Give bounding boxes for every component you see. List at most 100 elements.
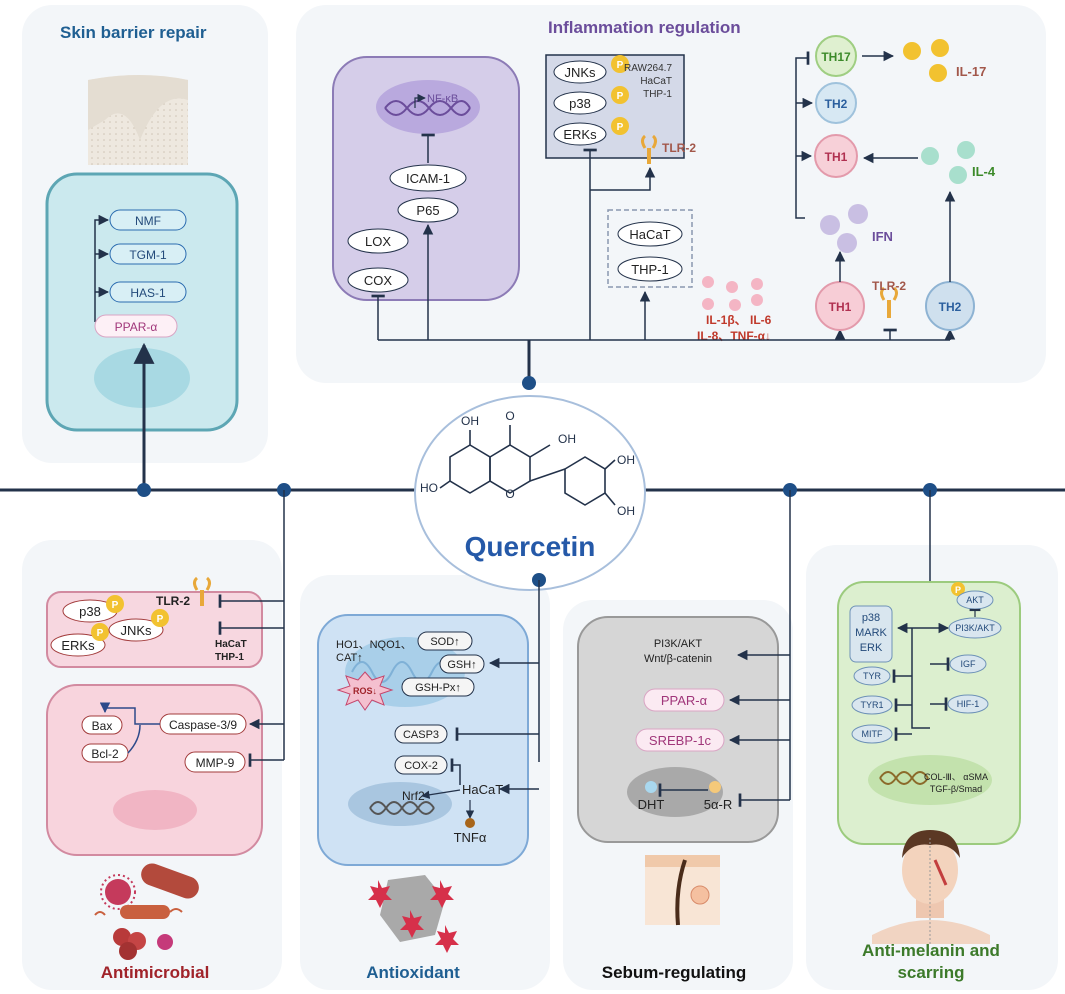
mitf-label: MITF xyxy=(862,729,883,739)
am-thp1-label: THP-1 xyxy=(215,652,244,663)
bacteria-illustration xyxy=(94,863,199,960)
antimicrobial-nucleus xyxy=(113,790,197,830)
am-jnks-label: JNKs xyxy=(120,623,152,638)
inflammation-title: Inflammation regulation xyxy=(548,18,741,37)
am-pi3k-label: PI3K/AKT xyxy=(955,623,995,633)
ifn-label: IFN xyxy=(872,229,893,244)
th2-cell-top xyxy=(815,82,857,124)
o-label: O xyxy=(505,409,514,423)
p65-label: P65 xyxy=(416,203,439,218)
col-label: COL-Ⅲ、 αSMA xyxy=(924,772,988,782)
akt-label: AKT xyxy=(966,595,984,605)
raw-label: RAW264.7 xyxy=(624,63,672,74)
am-p38-box-label: p38 xyxy=(862,612,880,624)
tyr-label: TYR xyxy=(863,671,882,681)
p38-label: p38 xyxy=(569,96,591,111)
ao-hacat-label: HaCaT xyxy=(462,782,503,797)
erks-label: ERKs xyxy=(563,127,597,142)
ros-burst-icon xyxy=(336,671,394,711)
gshpx-label: GSH-Px↑ xyxy=(415,682,461,694)
anti-melanin-title-line2: scarring xyxy=(897,963,964,982)
hacat-label: HaCaT xyxy=(640,76,672,87)
bcl2-label: Bcl-2 xyxy=(91,747,119,761)
svg-text:P: P xyxy=(617,60,624,71)
th2-top-label: TH2 xyxy=(825,97,848,111)
cat-label: CAT↑ xyxy=(336,652,363,664)
am-erks-label: ERKs xyxy=(61,638,95,653)
thp1-box-label: THP-1 xyxy=(631,262,669,277)
pi3k-akt-label: PI3K/AKT xyxy=(654,638,703,650)
svg-text:P: P xyxy=(617,91,624,102)
skin-cell-nucleus xyxy=(94,348,190,408)
oxidative-cell-illustration xyxy=(368,875,459,953)
tnfa-dot xyxy=(465,818,475,828)
casp3-label: CASP3 xyxy=(403,729,439,741)
antimicrobial-title: Antimicrobial xyxy=(101,963,210,982)
tlr2-label: TLR-2 xyxy=(662,141,696,155)
il8-tnf-label: IL-8、TNF-α↓ xyxy=(697,329,771,343)
tyr1-label: TYR1 xyxy=(860,700,883,710)
am-p38-label: p38 xyxy=(79,604,101,619)
tlr2-receptor-icon-2 xyxy=(880,286,898,318)
oh-label-4: OH xyxy=(617,504,635,518)
dht-label: DHT xyxy=(638,797,665,812)
wnt-label: Wnt/β-catenin xyxy=(644,653,712,665)
il4-label: IL-4 xyxy=(972,164,996,179)
sebum-ppar-label: PPAR-α xyxy=(661,693,708,708)
node-inflammation xyxy=(522,376,536,390)
svg-text:P: P xyxy=(617,122,624,133)
hacat-box-label: HaCaT xyxy=(629,227,670,242)
node-skin-barrier xyxy=(137,483,151,497)
thp1-label: THP-1 xyxy=(643,89,672,100)
tlr2-receptor-icon xyxy=(641,134,657,164)
anti-melanin-title-line1: Anti-melanin and xyxy=(862,941,1000,960)
oh-label-1: OH xyxy=(461,414,479,428)
quercetin-title: Quercetin xyxy=(465,531,596,562)
antioxidant-title: Antioxidant xyxy=(366,963,460,982)
o-ring-label: O xyxy=(505,487,514,501)
igf-label: IGF xyxy=(961,659,977,669)
il4-dots xyxy=(921,141,975,184)
ifn-dots xyxy=(820,204,868,253)
erk-label: ERK xyxy=(860,642,883,654)
th2-bottom-label: TH2 xyxy=(939,300,962,314)
ppar-alpha-label: PPAR-α xyxy=(115,320,158,334)
cox-label: COX xyxy=(364,273,393,288)
sebum-title: Sebum-regulating xyxy=(602,963,747,982)
cell-lines-box xyxy=(607,209,693,288)
caspase-label: Caspase-3/9 xyxy=(169,718,237,732)
ros-label: ROS↓ xyxy=(353,686,377,696)
am-p-icon-1: P xyxy=(112,600,119,611)
cox2-label: COX-2 xyxy=(404,760,438,772)
oh-label-2: OH xyxy=(558,432,576,446)
am-p-icon-3: P xyxy=(157,614,164,625)
quercetin-structure xyxy=(439,425,616,506)
bax-label: Bax xyxy=(92,719,113,733)
5ar-label: 5α-R xyxy=(704,797,732,812)
il1b-il6-label: IL-1β、 IL-6 xyxy=(706,313,772,327)
th1-bottom-label: TH1 xyxy=(829,300,852,314)
th17-cell xyxy=(815,35,857,77)
quercetin-circle xyxy=(414,395,646,591)
il17-label: IL-17 xyxy=(956,64,986,79)
hif1-label: HIF-1 xyxy=(957,699,980,709)
oh-label-3: OH xyxy=(617,453,635,467)
cytokine-dots xyxy=(702,276,763,311)
5ar-dot xyxy=(709,781,721,793)
srebp-label: SREBP-1c xyxy=(649,733,712,748)
sebum-nucleus xyxy=(627,767,723,817)
th17-label: TH17 xyxy=(821,50,851,64)
th1-top-label: TH1 xyxy=(825,150,848,164)
nfkb-label: NF-κB xyxy=(427,93,458,105)
anti-melanin-nucleus xyxy=(868,755,992,805)
gsh-label: GSH↑ xyxy=(447,659,476,671)
sod-label: SOD↑ xyxy=(430,636,459,648)
nrf2-label: Nrf2 xyxy=(402,789,425,803)
nmf-label: NMF xyxy=(135,214,161,228)
ho-label: HO xyxy=(420,481,438,495)
hair-follicle-illustration xyxy=(645,855,720,926)
jnks-label: JNKs xyxy=(564,65,596,80)
lox-label: LOX xyxy=(365,234,391,249)
face-scar-illustration xyxy=(872,830,990,944)
